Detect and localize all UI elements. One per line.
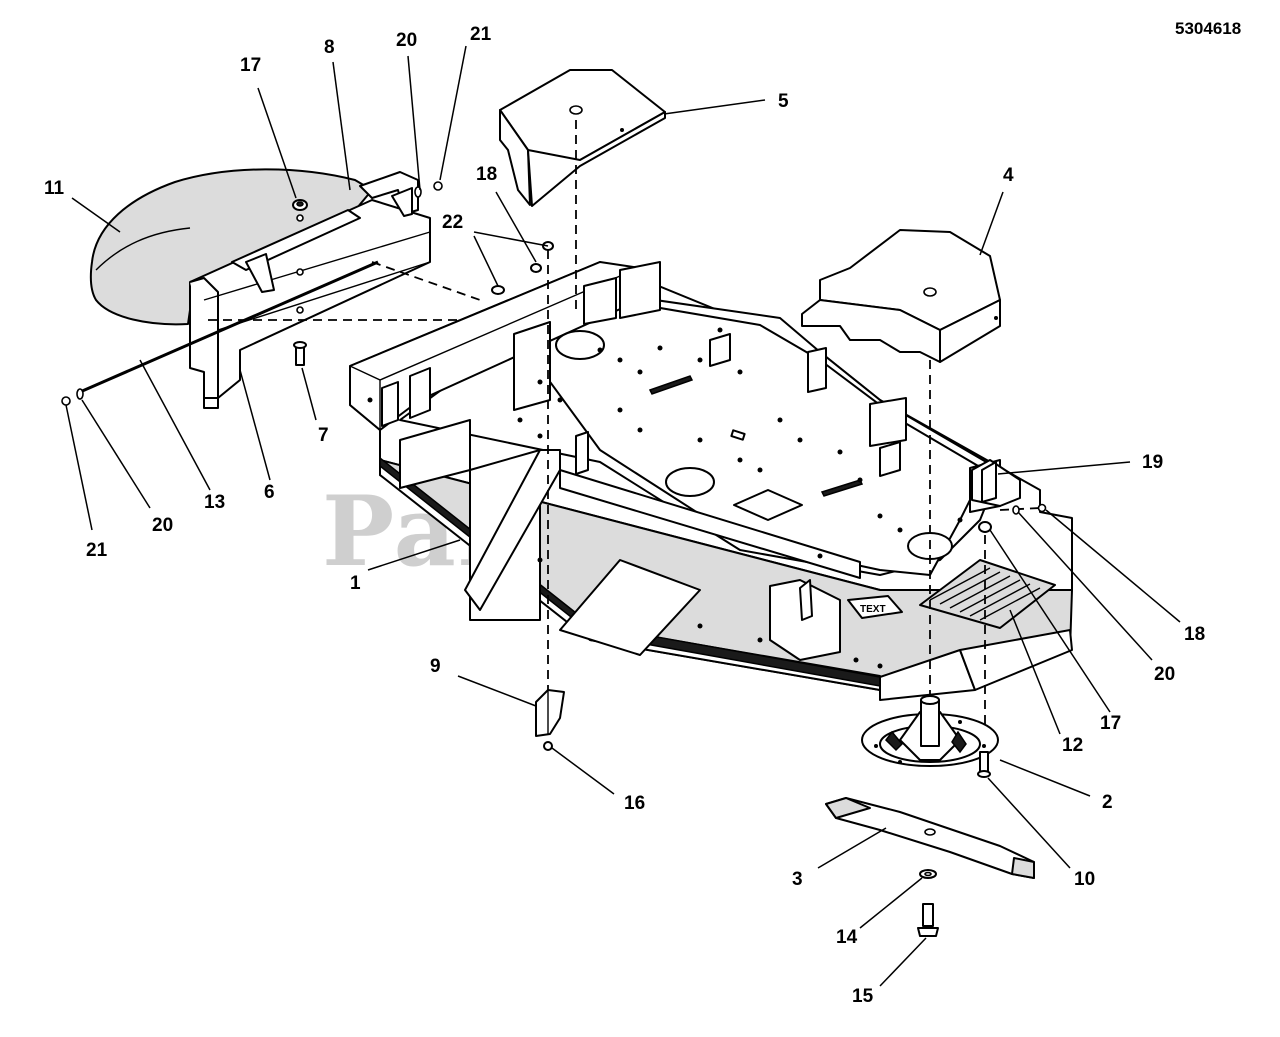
- callout-11: 11: [44, 178, 65, 199]
- callout-9: 9: [430, 656, 441, 677]
- callout-20-top: 20: [396, 30, 417, 51]
- belt-cover-part-5[interactable]: [499, 69, 666, 207]
- pin-part-21-right[interactable]: [433, 181, 443, 191]
- nut-part-18-deck-left[interactable]: [530, 241, 554, 273]
- callout-19: 19: [1142, 452, 1163, 473]
- callout-8: 8: [324, 37, 335, 58]
- bolt-part-10[interactable]: [977, 751, 991, 778]
- callout-16: 16: [624, 793, 645, 814]
- callout-17-right: 17: [1100, 713, 1121, 734]
- nut-part-22[interactable]: [491, 285, 505, 295]
- washer-part-20-deck[interactable]: [1012, 505, 1020, 515]
- callout-21-top: 21: [470, 24, 492, 45]
- belt-cover-part-4[interactable]: [801, 229, 1001, 363]
- washer-part-14[interactable]: [919, 869, 937, 879]
- bracket-part-9[interactable]: [535, 689, 565, 737]
- callout-7: 7: [318, 425, 329, 446]
- callout-21-left: 21: [86, 540, 108, 561]
- callout-6: 6: [264, 482, 275, 503]
- callout-12: 12: [1062, 735, 1083, 756]
- callout-3: 3: [792, 869, 803, 890]
- nut-part-17-deck[interactable]: [978, 521, 992, 533]
- callout-20-right: 20: [1154, 664, 1175, 685]
- chute-bracket-part-8-6[interactable]: [189, 171, 431, 409]
- callout-5: 5: [778, 91, 789, 112]
- washer-part-20-left[interactable]: [76, 388, 84, 400]
- bracket-part-19[interactable]: [971, 459, 1021, 507]
- callout-17-chute: 17: [240, 55, 261, 76]
- callout-4: 4: [1003, 165, 1014, 186]
- diagram-code: 5304618: [1175, 19, 1241, 38]
- callout-14: 14: [836, 927, 858, 948]
- pin-part-18-deck[interactable]: [1037, 503, 1047, 513]
- callout-1: 1: [350, 573, 361, 594]
- callout-20-left: 20: [152, 515, 173, 536]
- callout-labels: 5 4 17 8 20 21 11 18 22 7 6 13 20 21 1 1…: [44, 24, 1205, 1007]
- callout-18-right: 18: [1184, 624, 1205, 645]
- bolt-part-16[interactable]: [543, 741, 553, 751]
- callout-10: 10: [1074, 869, 1095, 890]
- mower-deck-part-1[interactable]: TEXT: [349, 261, 1073, 701]
- callout-15: 15: [852, 986, 874, 1007]
- spindle-part-2[interactable]: [861, 695, 999, 767]
- nut-part-17-chute[interactable]: [292, 199, 308, 211]
- blade-part-3[interactable]: [825, 797, 1035, 879]
- leader-lines: [65, 45, 1181, 987]
- hinge-rod-part-13[interactable]: [79, 260, 379, 394]
- bolt-part-15[interactable]: [917, 903, 939, 937]
- callout-13: 13: [204, 492, 225, 513]
- pin-part-21-left[interactable]: [61, 396, 71, 406]
- bolt-part-7[interactable]: [293, 341, 307, 366]
- callout-18-top: 18: [476, 164, 497, 185]
- callout-2: 2: [1102, 792, 1113, 813]
- callout-22: 22: [442, 212, 463, 233]
- deck-decal-text: TEXT: [860, 604, 886, 615]
